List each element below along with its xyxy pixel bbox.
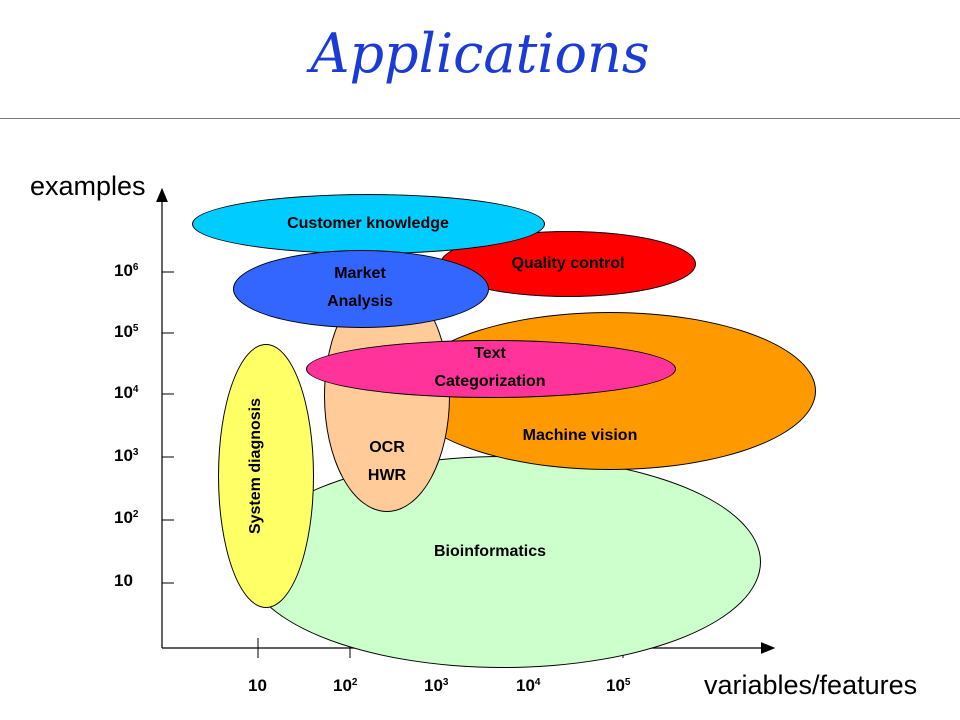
y-tick-marks [162, 271, 174, 584]
x-tick-label: 105 [606, 676, 631, 695]
text-categorization-region [306, 340, 676, 398]
x-tick-label: 102 [333, 676, 358, 695]
system-diagnosis-label: System diagnosis [247, 397, 264, 535]
customer-knowledge-region [192, 194, 545, 254]
x-axis-label: variables/features [704, 670, 918, 700]
bioinformatics-label: Bioinformatics [433, 543, 546, 560]
x-tick-label: 10 [248, 676, 267, 695]
y-tick-label: 104 [114, 383, 139, 402]
y-tick-label: 10 [114, 571, 133, 590]
y-axis-label: examples [30, 171, 146, 201]
y-tick-label: 103 [114, 446, 139, 465]
system-diagnosis-region [218, 344, 314, 608]
x-tick-label: 104 [516, 676, 541, 695]
y-tick-label: 102 [114, 508, 139, 527]
categorization-label: Categorization [434, 373, 546, 390]
slide-title: Applications [310, 22, 650, 85]
ocr-label: OCR [369, 439, 405, 456]
y-tick-label: 106 [114, 261, 139, 280]
bioinformatics-region [245, 456, 761, 668]
machine-vision-label: Machine vision [522, 427, 638, 444]
customer-knowledge-label: Customer knowledge [287, 215, 449, 232]
quality-control-label: Quality control [511, 255, 625, 272]
x-tick-label: 103 [424, 676, 449, 695]
market-analysis-region [233, 250, 489, 328]
market-label: Market [334, 265, 386, 282]
y-tick-label: 105 [114, 322, 139, 341]
hwr-label: HWR [367, 467, 407, 484]
analysis-label: Analysis [327, 293, 393, 310]
text-label: Text [474, 345, 506, 362]
title-divider [0, 118, 960, 119]
